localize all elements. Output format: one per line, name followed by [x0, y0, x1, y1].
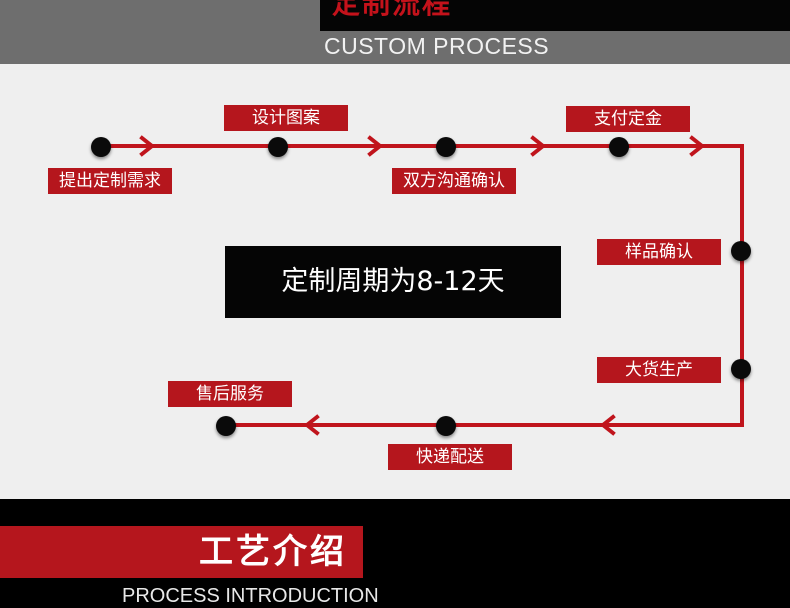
section2-title-block: 工艺介绍 — [0, 526, 363, 578]
step-label-delivery: 快递配送 — [388, 444, 512, 470]
arrow-right-icon — [530, 135, 547, 157]
node-dot — [731, 241, 751, 261]
node-dot — [91, 137, 111, 157]
arrow-right-icon — [139, 135, 156, 157]
section2-title-cn: 工艺介绍 — [199, 532, 347, 572]
production-cycle-box: 定制周期为8-12天 — [225, 246, 561, 318]
step-label-design-pattern: 设计图案 — [224, 105, 348, 131]
process-flow-panel: 提出定制需求 设计图案 双方沟通确认 支付定金 样品确认 大货生产 快递配送 售… — [0, 64, 790, 499]
step-label-mass-production: 大货生产 — [597, 357, 721, 383]
step-label-pay-deposit: 支付定金 — [566, 106, 690, 132]
step-label-after-sales: 售后服务 — [168, 381, 292, 407]
step-label-sample-confirm: 样品确认 — [597, 239, 721, 265]
flow-path — [100, 144, 744, 427]
section-title-cn: 定制流程 — [332, 0, 453, 20]
arrow-right-icon — [367, 135, 384, 157]
bottom-header: 工艺介绍 PROCESS INTRODUCTION — [0, 499, 790, 607]
node-dot — [609, 137, 629, 157]
node-dot — [436, 137, 456, 157]
node-dot — [216, 416, 236, 436]
flow-lines — [100, 135, 744, 436]
arrow-left-icon — [599, 414, 616, 436]
arrow-left-icon — [303, 414, 320, 436]
title-bar: 定制流程 — [320, 0, 790, 31]
node-dot — [268, 137, 288, 157]
node-dot — [731, 359, 751, 379]
section2-title-en: PROCESS INTRODUCTION — [122, 585, 379, 607]
section-title-en: CUSTOM PROCESS — [324, 33, 550, 59]
top-header: 定制流程 CUSTOM PROCESS — [0, 0, 790, 64]
arrow-right-icon — [689, 135, 706, 157]
node-dot — [436, 416, 456, 436]
step-label-submit-request: 提出定制需求 — [48, 168, 172, 194]
step-label-mutual-confirm: 双方沟通确认 — [392, 168, 516, 194]
